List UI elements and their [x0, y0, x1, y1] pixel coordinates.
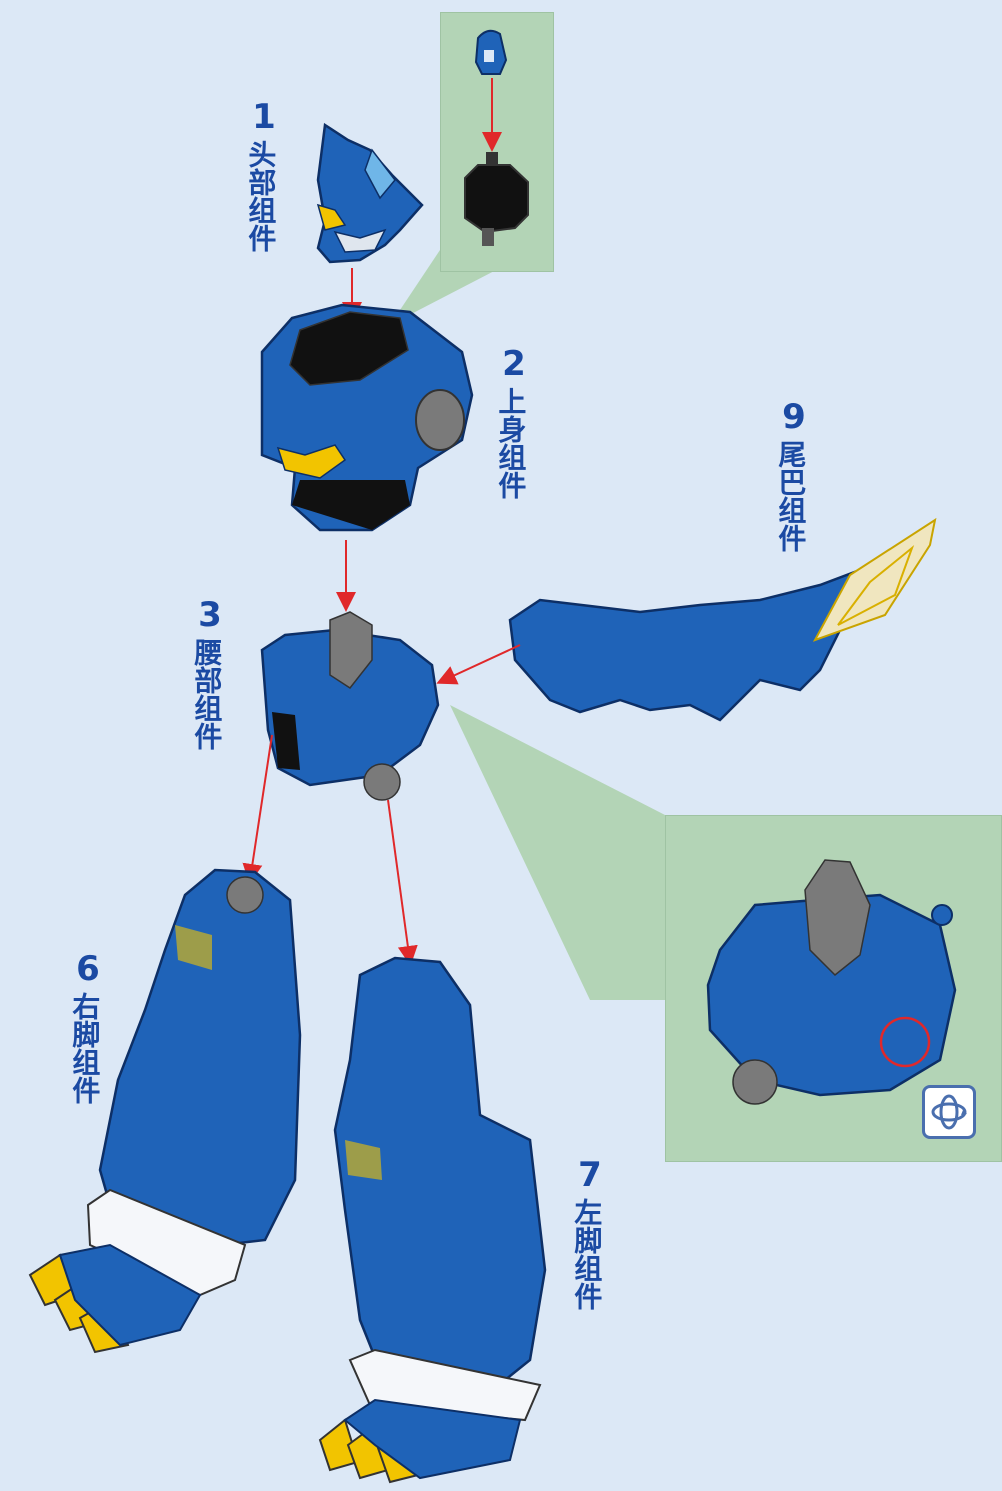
left-leg-label-name: 左脚组件 — [570, 1197, 604, 1310]
torso-label-name: 上身组件 — [494, 386, 528, 499]
left-leg-label-number: 7 — [578, 1155, 602, 1195]
head-part — [316, 122, 424, 264]
rotate-view-badge — [922, 1085, 976, 1139]
waist-label-number: 3 — [198, 595, 222, 635]
tail-part — [508, 517, 937, 722]
right-leg-label-number: 6 — [76, 949, 100, 989]
waist-label-name: 腰部组件 — [190, 637, 224, 750]
head-label-number: 1 — [252, 97, 276, 137]
head-joint-peg-base — [464, 152, 529, 246]
head-label: 1 头部组件 — [244, 97, 282, 252]
waist-callout-wedge — [450, 705, 665, 1000]
tail-arrow — [436, 644, 521, 685]
torso-label-number: 2 — [502, 344, 526, 384]
tail-label-name: 尾巴组件 — [774, 439, 808, 552]
right-leg-arrow — [242, 734, 273, 884]
head-label-name: 头部组件 — [244, 139, 278, 252]
left-leg-label: 7 左脚组件 — [570, 1155, 608, 1310]
right-leg-part — [28, 868, 302, 1354]
waist-label: 3 腰部组件 — [190, 595, 228, 750]
head-joint-peg-top — [474, 29, 508, 75]
right-leg-label-name: 右脚组件 — [68, 991, 102, 1104]
torso-label: 2 上身组件 — [494, 344, 532, 499]
tail-label-number: 9 — [782, 397, 806, 437]
right-leg-label: 6 右脚组件 — [68, 949, 106, 1104]
tail-label: 9 尾巴组件 — [774, 397, 812, 552]
left-leg-part — [318, 956, 547, 1484]
waist-part — [260, 611, 440, 801]
torso-part — [260, 303, 474, 532]
left-leg-arrow — [387, 799, 418, 966]
waist-detail-part — [706, 859, 957, 1105]
rotate-view-icon — [931, 1094, 967, 1130]
